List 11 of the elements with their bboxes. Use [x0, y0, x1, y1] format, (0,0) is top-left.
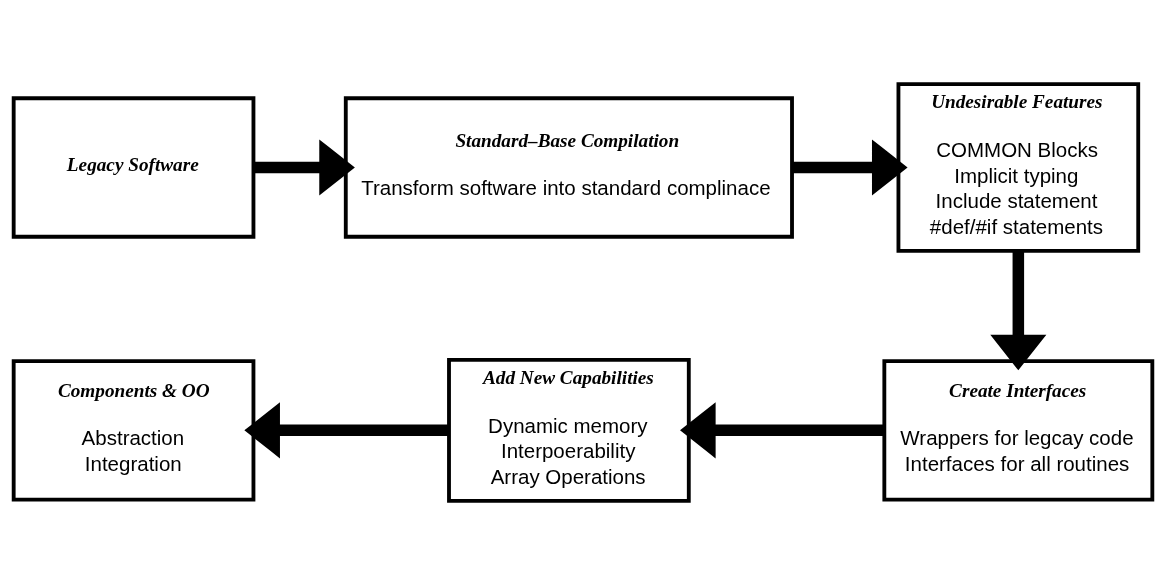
- node-box: Add New Capabilities Dynamic memory Interpoerability Array Operations: [447, 357, 691, 503]
- node-box: Create Interfaces Wrappers for legcay code Interfaces for all routines: [882, 359, 1155, 502]
- node-box: Undesirable Features COMMON Blocks Implicit typing Include statement #def/#if statements: [896, 82, 1141, 253]
- arrow: [990, 251, 1047, 371]
- node-box: Legacy Software: [11, 96, 256, 239]
- node-box: Standard–Base Compilation Transform software into standard complinace: [343, 96, 794, 239]
- arrow: [253, 139, 355, 196]
- arrow: [244, 402, 449, 459]
- node-box: Components & OO Abstraction Integration: [11, 359, 256, 502]
- arrow: [680, 402, 885, 459]
- arrow: [792, 139, 908, 196]
